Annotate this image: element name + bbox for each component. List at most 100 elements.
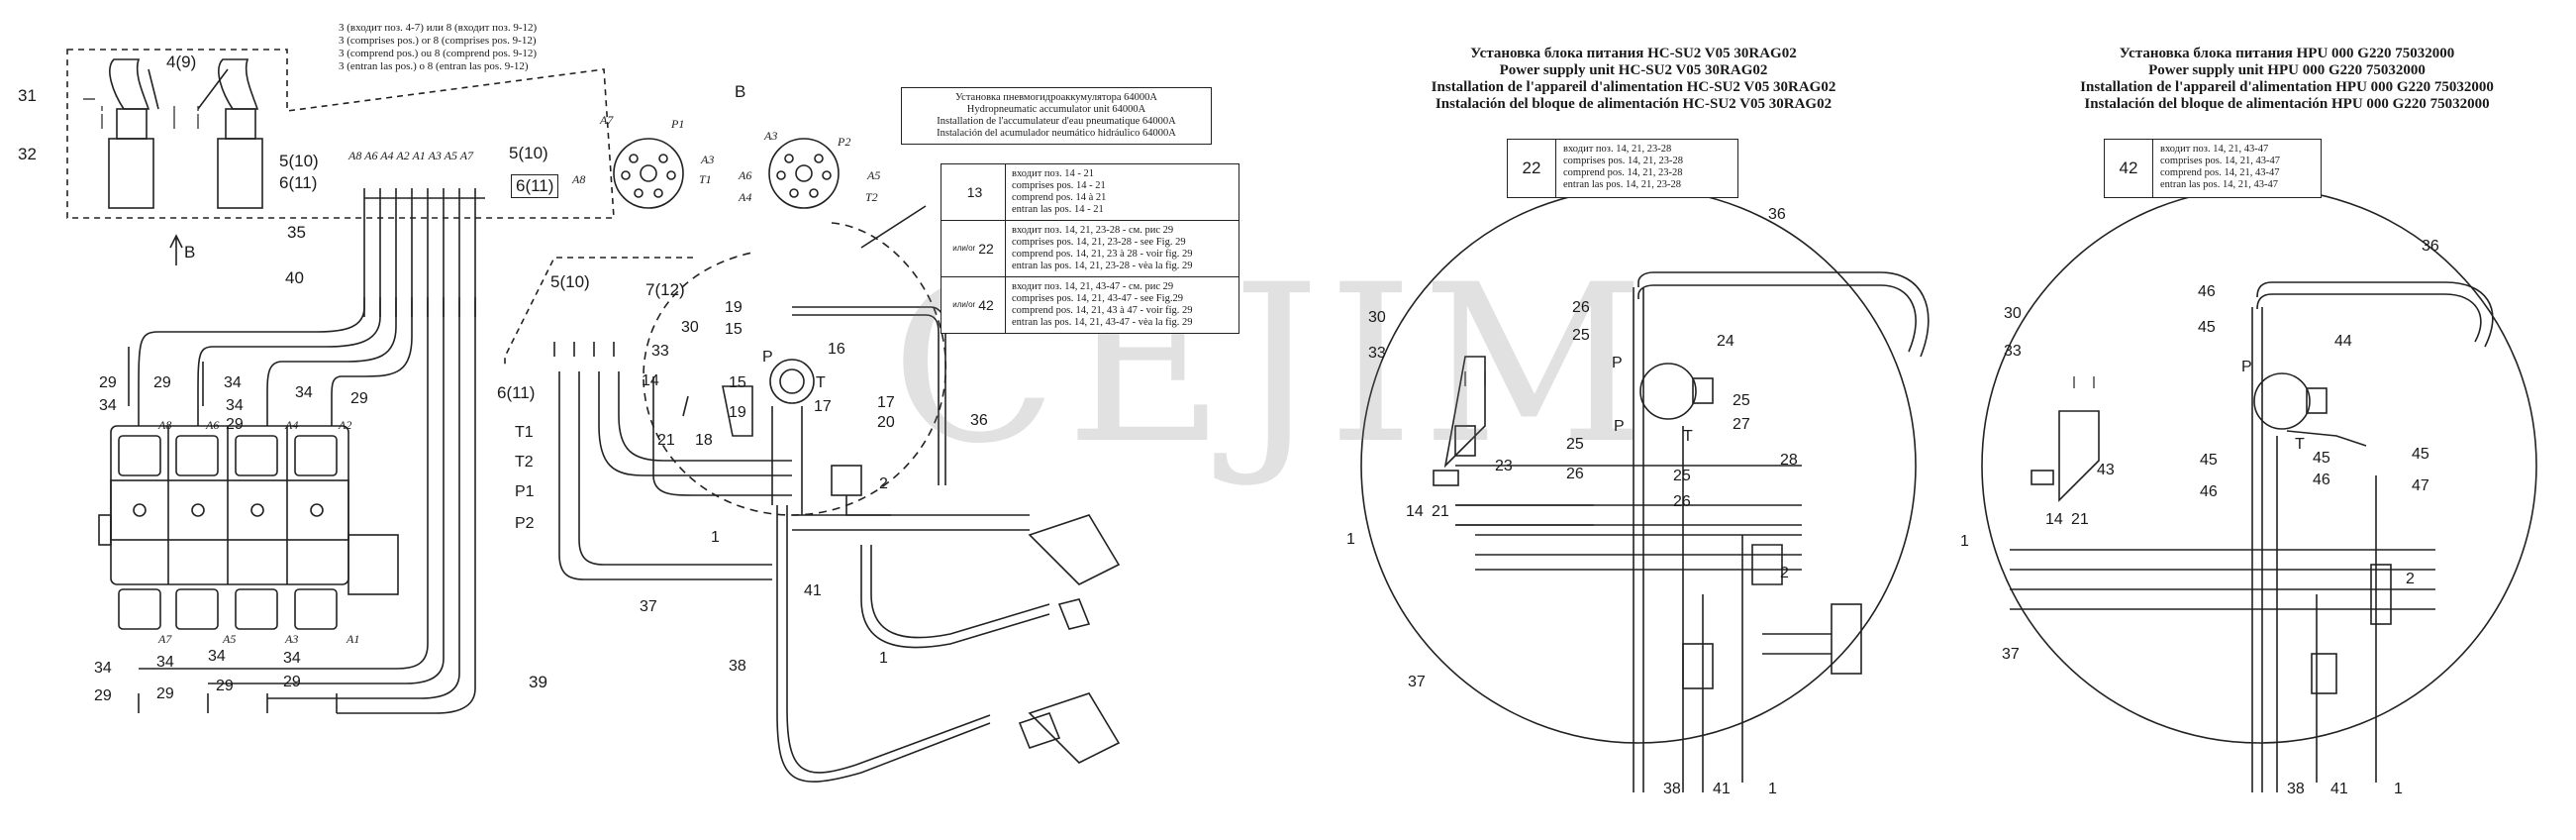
callout: 29 [216, 678, 234, 694]
callout: 4(9) [166, 52, 197, 71]
callout: 41 [2330, 781, 2348, 797]
callout: 34 [224, 374, 242, 391]
box-42-num: 42 [2105, 140, 2153, 197]
unit2-title: Установка блока питания HPU 000 G220 750… [2020, 46, 2554, 113]
joystick-right [217, 58, 263, 209]
hoses-to-valve [128, 297, 476, 714]
row-line: comprises pos. 14 - 21 [1012, 180, 1106, 191]
row-line: entran las pos. 14 - 21 [1012, 204, 1104, 215]
bracket-18 [682, 385, 753, 437]
callout: 29 [156, 685, 174, 702]
unit1-title-fr: Installation de l'appareil d'alimentatio… [1431, 79, 1836, 95]
callout: 37 [2002, 646, 2020, 663]
callout: 6(11) [497, 383, 536, 402]
callout: 14 [1406, 503, 1424, 520]
callout: 29 [226, 416, 244, 433]
port-label: A5 [223, 632, 237, 646]
callout: 23 [1495, 458, 1513, 474]
joystick-left [108, 58, 154, 209]
callout: 1 [879, 650, 888, 667]
box-line: входит поз. 14, 21, 43-47 [2160, 144, 2269, 155]
callout: 21 [1432, 503, 1449, 520]
accumulator-line-es: Instalación del acumulador neumático hid… [937, 128, 1176, 139]
port-label: A2 [339, 418, 352, 432]
callout: 25 [1733, 392, 1750, 409]
pressure-lines [553, 342, 792, 580]
callout: 18 [695, 432, 713, 449]
unit1-title-en: Power supply unit HC-SU2 V05 30RAG02 [1499, 62, 1768, 78]
callout: 14 [642, 372, 659, 389]
box-line: entran las pos. 14, 21, 43-47 [2160, 179, 2278, 190]
pin-label: T2 [865, 190, 878, 204]
row-line: entran las pos. 14, 21, 43-47 - vèa la f… [1012, 317, 1193, 328]
legend-line-fr: 3 (comprend pos.) ou 8 (comprend pos. 9-… [339, 48, 538, 59]
callout: 1 [1346, 531, 1355, 548]
row-num: 42 [978, 297, 994, 313]
callout: 6(11) [279, 173, 318, 192]
connector-2 [768, 138, 840, 209]
callout: 37 [640, 598, 657, 615]
port-label: A3 [285, 632, 299, 646]
callout: 46 [2198, 283, 2216, 300]
callout: B [735, 82, 746, 101]
callout: P [1612, 355, 1623, 371]
detail-circle-1 [1360, 187, 1930, 792]
callout: 45 [2198, 319, 2216, 336]
unit1-title-ru: Установка блока питания HC-SU2 V05 30RAG… [1470, 46, 1797, 61]
row-line: входит поз. 14, 21, 43-47 - см. рис 29 [1012, 281, 1174, 292]
callout: 2 [879, 475, 888, 492]
callout: 20 [877, 414, 895, 431]
callout: 2 [2406, 571, 2415, 587]
callout: 28 [1780, 452, 1798, 469]
callout: 34 [226, 397, 244, 414]
callout: P2 [515, 515, 535, 532]
box-line: comprend pos. 14, 21, 23-28 [1563, 167, 1683, 178]
row-num: 22 [978, 241, 994, 257]
pin-label: A8 [572, 172, 586, 186]
callout: 38 [2287, 781, 2305, 797]
callout: T2 [515, 454, 534, 471]
callout: 29 [94, 687, 112, 704]
callout: 21 [2071, 511, 2089, 528]
row-line: входит поз. 14 - 21 [1012, 168, 1094, 179]
callout: 26 [1566, 466, 1584, 482]
callout: 19 [725, 299, 743, 316]
callout: 19 [729, 404, 746, 421]
callout: 5(10) [279, 152, 319, 170]
accumulator-assembly [769, 306, 946, 516]
callout: 24 [1717, 333, 1734, 350]
callout: 34 [99, 397, 117, 414]
callout: 36 [2422, 238, 2439, 255]
callout: 14 [2045, 511, 2063, 528]
port-label: A6 [206, 418, 220, 432]
row-prefix: или/or [952, 300, 976, 309]
box-42: 42 входит поз. 14, 21, 43-47 comprises p… [2104, 139, 2322, 198]
connector-1 [613, 138, 684, 209]
joystick-dashed-frame [66, 49, 615, 219]
box-22-num: 22 [1508, 140, 1556, 197]
callout: 33 [1368, 345, 1386, 362]
callout: 44 [2334, 333, 2352, 350]
pin-label: A3 [701, 153, 715, 166]
box-line: comprend pos. 14, 21, 43-47 [2160, 167, 2280, 178]
fittings-row [363, 188, 485, 317]
row-line: входит поз. 14, 21, 23-28 - см. рис 29 [1012, 225, 1174, 236]
row-line: comprises pos. 14, 21, 23-28 - see Fig. … [1012, 237, 1186, 248]
row-line: comprises pos. 14, 21, 43-47 - see Fig.2… [1012, 293, 1183, 304]
callout: 6(11) [511, 174, 559, 198]
callout: 17 [877, 394, 895, 411]
callout: 21 [657, 432, 675, 449]
callout: P [1614, 418, 1625, 435]
callout: 33 [651, 343, 669, 360]
callout: 7(12) [645, 280, 685, 299]
pin-label: P1 [671, 117, 685, 131]
callout: 30 [1368, 309, 1386, 326]
pin-label: P2 [838, 135, 851, 149]
callout: 46 [2200, 483, 2218, 500]
row-line: comprend pos. 14, 21, 43 à 47 - voir fig… [1012, 305, 1193, 316]
port-label: A1 [347, 632, 360, 646]
callout: 34 [156, 654, 174, 671]
pin-label: A7 [600, 113, 614, 127]
pin-label: A6 [739, 168, 752, 182]
